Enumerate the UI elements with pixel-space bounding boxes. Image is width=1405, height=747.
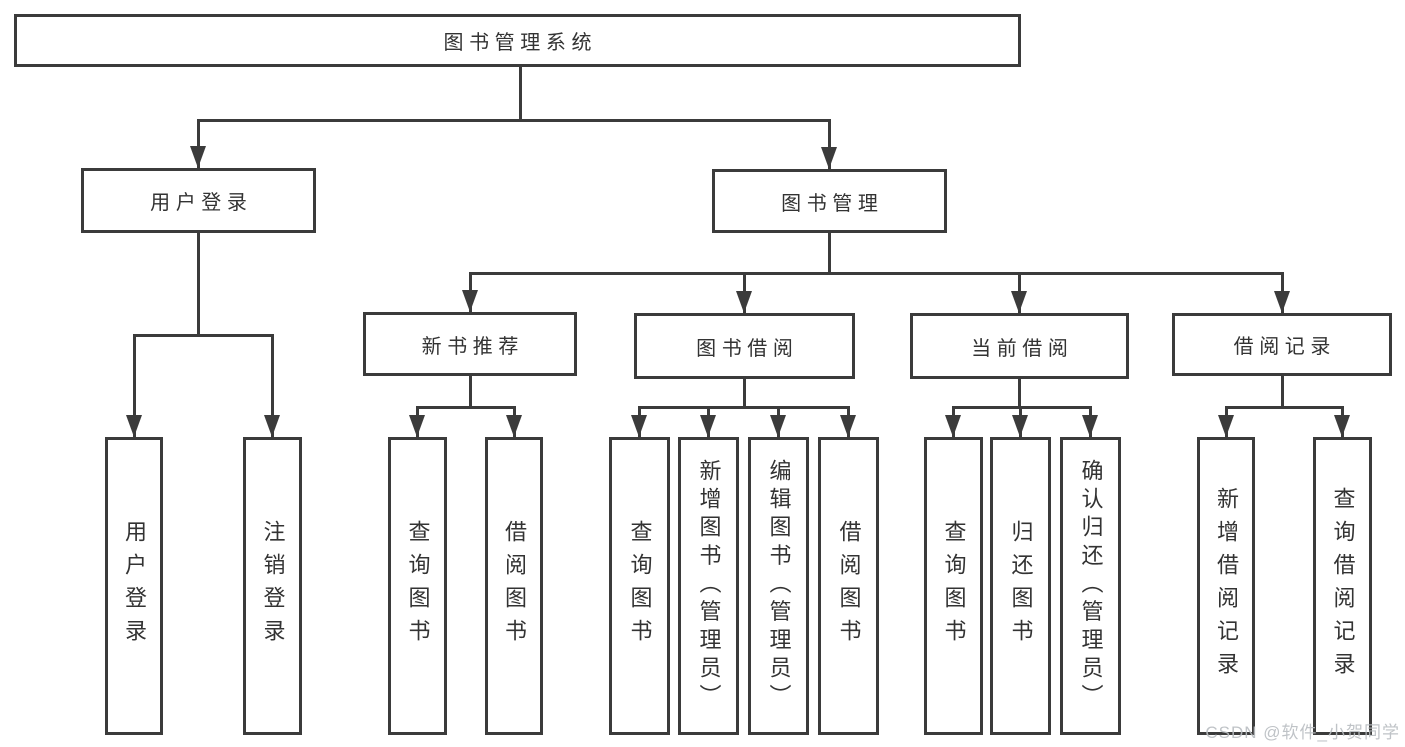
arrowhead-down-icon (736, 291, 752, 313)
node-label: 查询图书 (941, 520, 967, 652)
node-leaf-confirm-return-admin: 确认归还（管理员） (1060, 437, 1121, 735)
arrowhead-down-icon (631, 415, 647, 437)
node-label: 借阅记录 (1233, 336, 1336, 358)
node-label: 图书管理系统 (443, 32, 598, 54)
connector-bar (951, 405, 1092, 409)
node-label: 查询图书 (405, 520, 431, 652)
node-leaf-query-books-recommend: 查询图书 (388, 437, 447, 735)
node-label: 图书管理 (781, 192, 884, 215)
connector-bar (415, 405, 516, 409)
node-leaf-query-books-borrow: 查询图书 (609, 437, 670, 735)
arrowhead-down-icon (840, 415, 856, 437)
connector-bar (1224, 405, 1344, 409)
arrowhead-down-icon (126, 415, 142, 437)
arrowhead-down-icon (1012, 415, 1028, 437)
node-book-management: 图书管理 (712, 169, 947, 233)
node-label: 当前借阅 (971, 337, 1074, 360)
watermark: CSDN @软件_小贺同学 (1205, 723, 1400, 742)
node-leaf-return-books: 归还图书 (990, 437, 1051, 735)
connector-bar (637, 405, 850, 409)
connector-stem (468, 376, 472, 407)
connector-stem (1280, 376, 1284, 407)
connector-stem (196, 233, 200, 335)
connector-drop (827, 120, 831, 169)
node-leaf-add-books-admin: 新增图书（管理员） (678, 437, 739, 735)
node-label: 注销登录 (260, 520, 286, 652)
connector-stem (518, 67, 522, 120)
node-label: 新增图书（管理员） (696, 459, 722, 713)
connector-bar (132, 333, 274, 337)
node-leaf-user-login: 用户登录 (105, 437, 163, 735)
node-label: 编辑图书（管理员） (766, 459, 792, 713)
arrowhead-down-icon (770, 415, 786, 437)
arrowhead-down-icon (1218, 415, 1234, 437)
node-current-borrowing: 当前借阅 (910, 313, 1129, 379)
connector-stem (827, 233, 831, 273)
node-user-login: 用户登录 (81, 168, 316, 233)
arrowhead-down-icon (462, 290, 478, 312)
node-leaf-borrow-books: 借阅图书 (818, 437, 879, 735)
connector-stem (1017, 379, 1021, 407)
node-leaf-add-borrow-record: 新增借阅记录 (1197, 437, 1255, 735)
node-label: 图书借阅 (696, 337, 799, 360)
arrowhead-down-icon (1011, 291, 1027, 313)
node-label: 查询图书 (627, 520, 653, 652)
node-leaf-edit-books-admin: 编辑图书（管理员） (748, 437, 809, 735)
node-label: 用户登录 (122, 520, 147, 652)
arrowhead-down-icon (1274, 291, 1290, 313)
arrowhead-down-icon (506, 415, 522, 437)
node-label: 借阅图书 (502, 520, 527, 652)
node-library-management-system: 图书管理系统 (14, 14, 1021, 67)
arrowhead-down-icon (1334, 415, 1350, 437)
node-leaf-query-books-current: 查询图书 (924, 437, 983, 735)
node-label: 用户登录 (150, 192, 253, 214)
node-leaf-borrow-books-recommend: 借阅图书 (485, 437, 543, 735)
node-label: 归还图书 (1008, 520, 1034, 652)
connector-bar (196, 118, 831, 122)
node-borrowing-records: 借阅记录 (1172, 313, 1392, 376)
connector-drop (270, 335, 274, 437)
node-label: 新书推荐 (421, 335, 524, 358)
arrowhead-down-icon (945, 415, 961, 437)
arrowhead-down-icon (700, 415, 716, 437)
arrowhead-down-icon (1082, 415, 1098, 437)
connector-bar (468, 271, 1284, 275)
arrowhead-down-icon (264, 415, 280, 437)
node-leaf-query-borrow-record: 查询借阅记录 (1313, 437, 1372, 735)
node-new-book-recommend: 新书推荐 (363, 312, 577, 376)
arrowhead-down-icon (821, 147, 837, 169)
connector-stem (742, 379, 746, 407)
arrowhead-down-icon (409, 415, 425, 437)
node-book-borrowing: 图书借阅 (634, 313, 855, 379)
node-label: 查询借阅记录 (1330, 487, 1356, 685)
arrowhead-down-icon (190, 146, 206, 168)
node-leaf-logout: 注销登录 (243, 437, 302, 735)
node-label: 确认归还（管理员） (1078, 459, 1104, 713)
connector-drop (132, 335, 136, 437)
connector-drop (196, 120, 200, 168)
node-label: 借阅图书 (836, 520, 862, 652)
node-label: 新增借阅记录 (1214, 487, 1239, 685)
